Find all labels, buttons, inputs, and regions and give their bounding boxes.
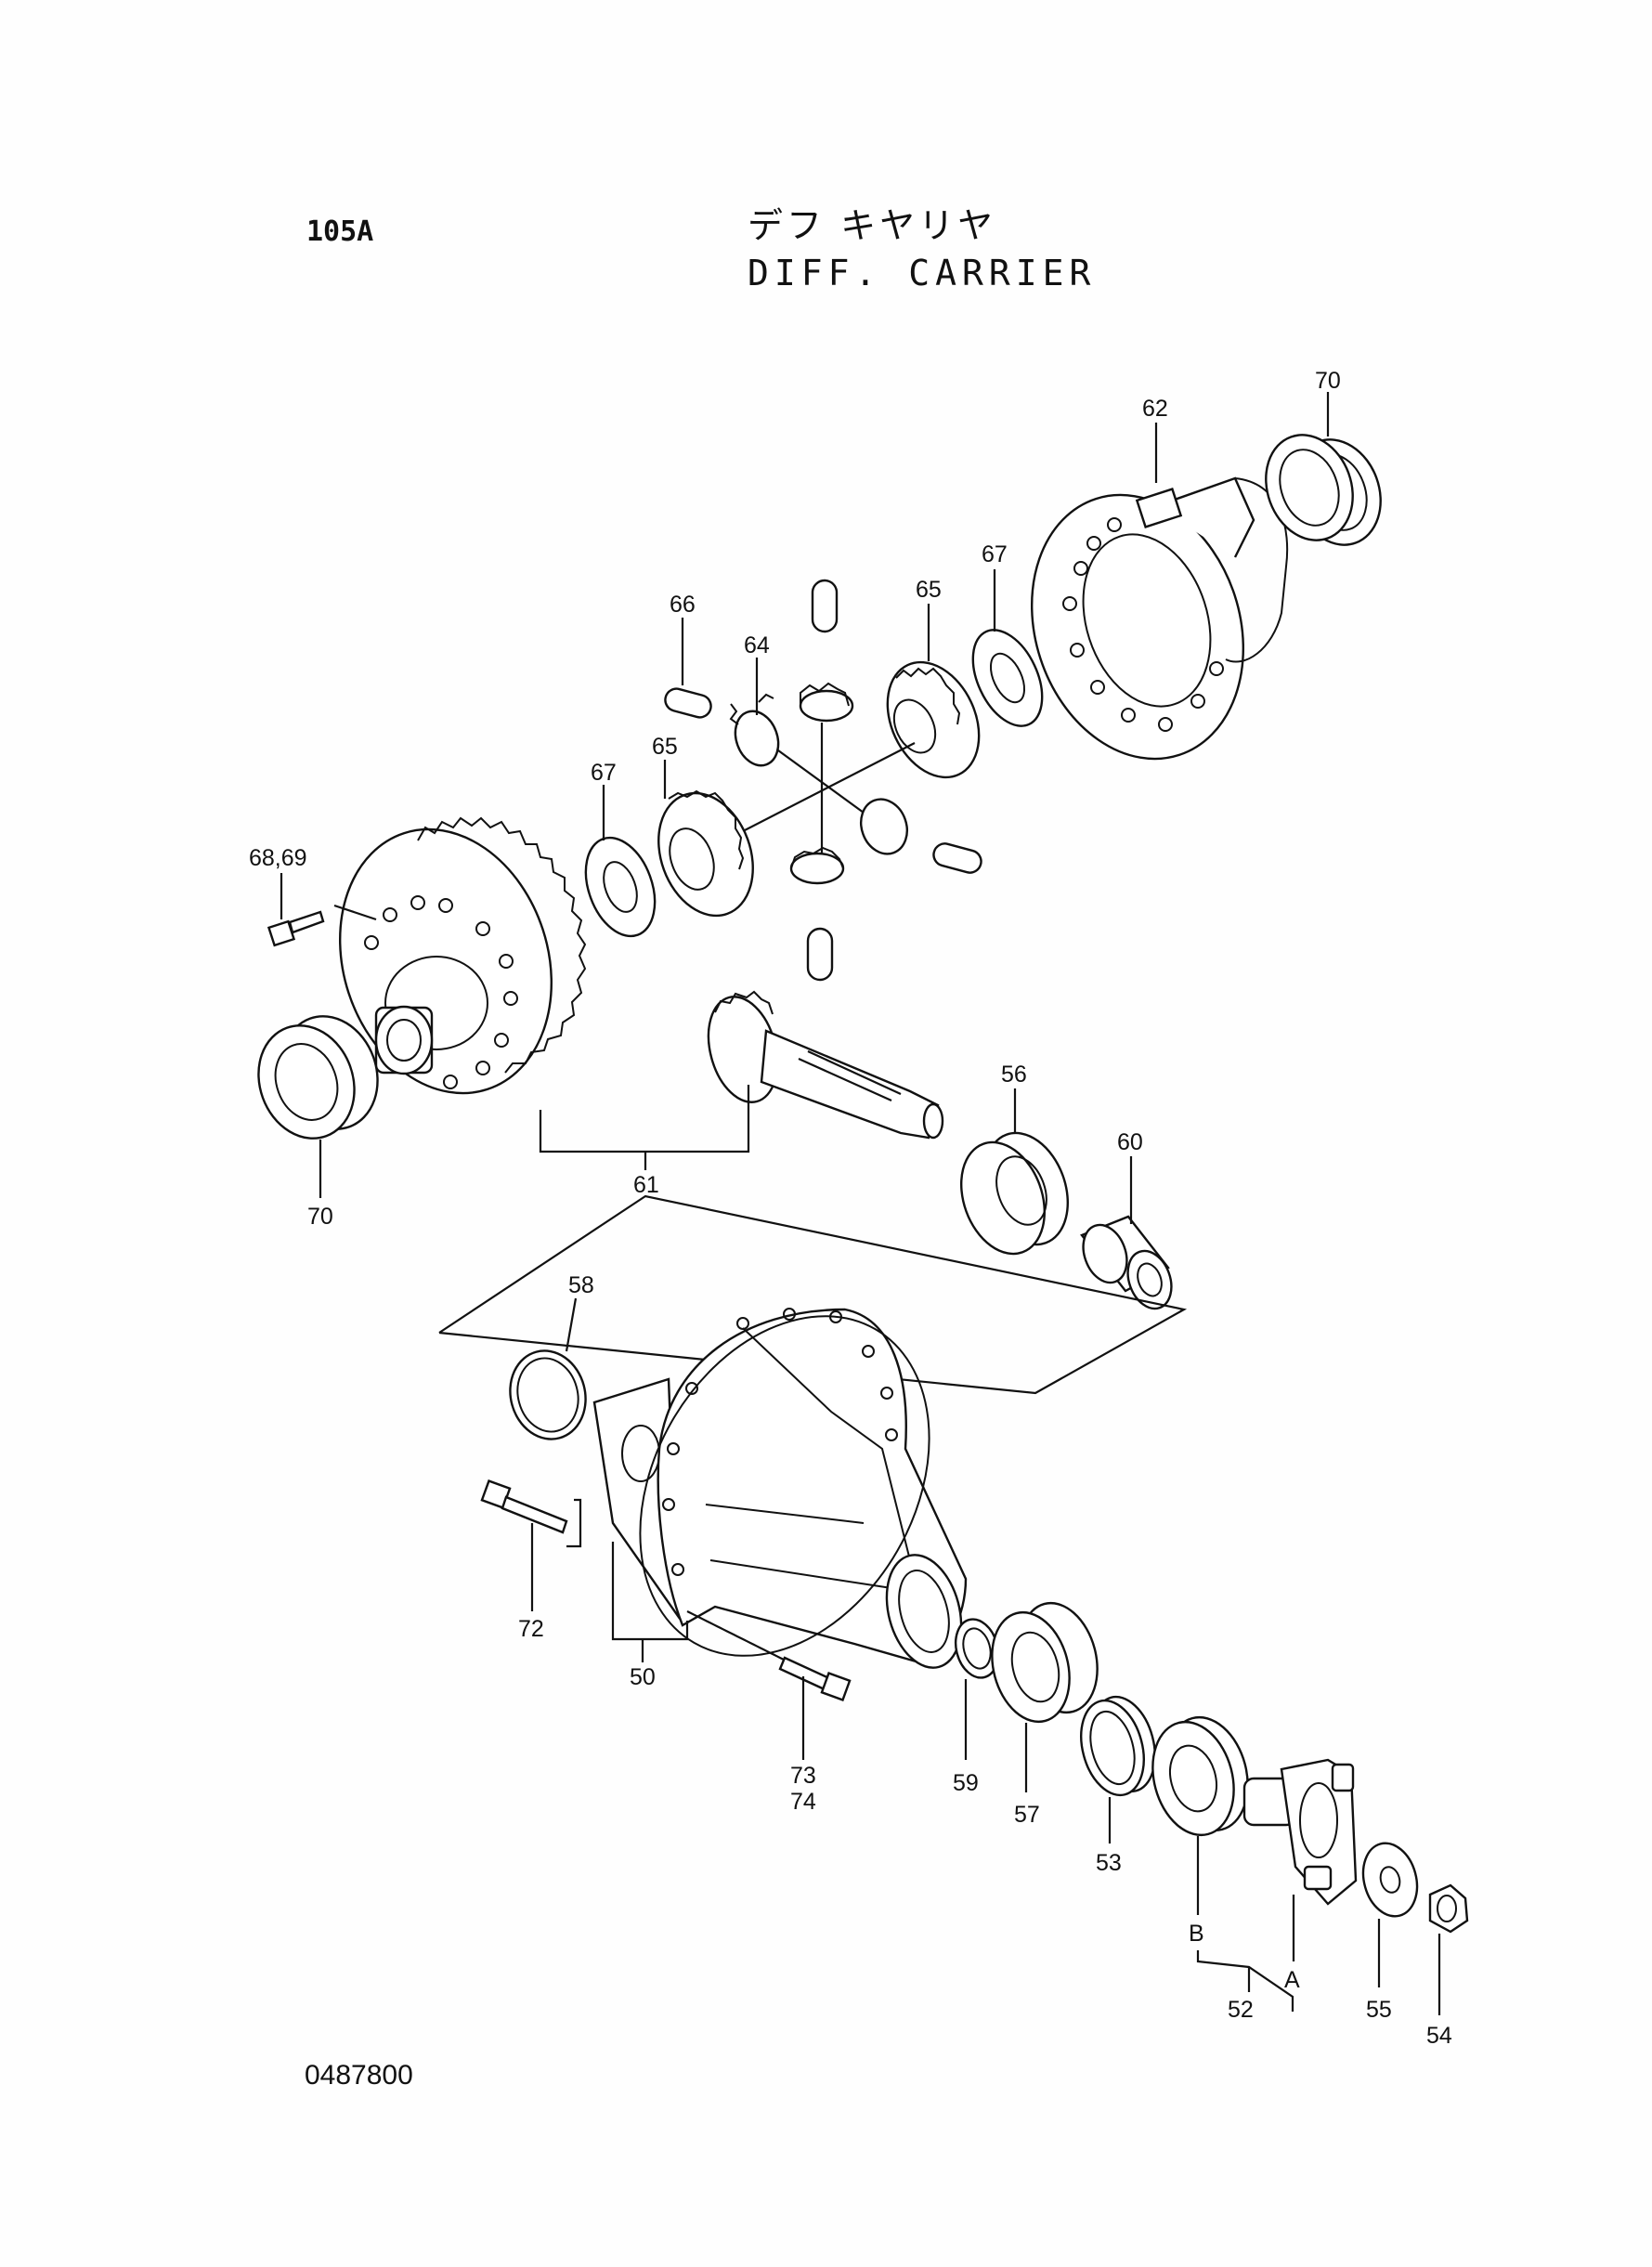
callout-62: 62 bbox=[1142, 396, 1168, 422]
callout-66: 66 bbox=[670, 592, 696, 618]
part-66-pins bbox=[664, 579, 982, 982]
callout-72: 72 bbox=[518, 1616, 544, 1642]
bracket-61 bbox=[539, 1085, 750, 1153]
callout-50: 50 bbox=[630, 1664, 656, 1690]
callout-70-top: 70 bbox=[1315, 368, 1341, 394]
part-70-bearing-top bbox=[1265, 434, 1382, 546]
callout-53: 53 bbox=[1096, 1850, 1122, 1876]
callout-67-left: 67 bbox=[591, 760, 617, 786]
callout-64: 64 bbox=[744, 632, 770, 658]
callout-52: 52 bbox=[1228, 1997, 1254, 2023]
part-52-flange-b-dust-cover bbox=[1151, 1715, 1249, 1837]
bracket-50 bbox=[611, 1542, 689, 1641]
part-55-washer bbox=[1361, 1842, 1419, 1918]
part-58-o-ring bbox=[509, 1349, 587, 1440]
callout-68-69: 68,69 bbox=[249, 845, 307, 871]
part-67-washer-right bbox=[971, 629, 1044, 727]
callout-59: 59 bbox=[953, 1770, 979, 1796]
part-52-flange-a-yoke bbox=[1242, 1758, 1358, 1906]
part-73-74-bolt bbox=[686, 1610, 852, 1701]
callout-67-right: 67 bbox=[982, 541, 1008, 567]
part-57-bearing bbox=[991, 1601, 1099, 1724]
part-61-drive-pinion bbox=[707, 990, 944, 1140]
callout-58: 58 bbox=[568, 1272, 594, 1298]
part-68-69-bolt bbox=[267, 910, 325, 947]
part-65-side-gear-left bbox=[657, 789, 754, 918]
title-japanese: デフ キヤリヤ bbox=[748, 205, 997, 246]
drawing-number: 0487800 bbox=[305, 2060, 413, 2091]
callout-b: B bbox=[1189, 1921, 1204, 1947]
callout-56: 56 bbox=[1001, 1062, 1027, 1088]
callout-70-left: 70 bbox=[307, 1204, 333, 1230]
callout-57: 57 bbox=[1014, 1802, 1040, 1828]
callout-61: 61 bbox=[633, 1172, 659, 1198]
callout-65-left: 65 bbox=[652, 734, 678, 760]
page-code: 105A bbox=[306, 215, 374, 248]
part-53-seal bbox=[1080, 1695, 1156, 1797]
part-59-shim bbox=[954, 1618, 1000, 1679]
part-64-pinion-gears bbox=[729, 682, 916, 885]
part-60-collar bbox=[1080, 1215, 1173, 1310]
callout-73: 73 bbox=[790, 1763, 816, 1789]
part-56-bearing bbox=[959, 1131, 1070, 1256]
part-65-side-gear-right bbox=[886, 660, 981, 779]
part-72-bolt bbox=[480, 1479, 582, 1548]
part-54-nut bbox=[1428, 1883, 1469, 1934]
callout-55: 55 bbox=[1366, 1997, 1392, 2023]
part-70-bearing-left bbox=[257, 1015, 379, 1140]
part-50-carrier-housing bbox=[592, 1308, 968, 1669]
callout-65-right: 65 bbox=[916, 577, 942, 603]
callout-74: 74 bbox=[790, 1789, 816, 1815]
callout-60: 60 bbox=[1117, 1129, 1143, 1155]
callout-54: 54 bbox=[1426, 2023, 1452, 2049]
leader-58 bbox=[565, 1297, 578, 1352]
title-english: DIFF. CARRIER bbox=[748, 253, 1097, 293]
part-67-washer-left bbox=[584, 836, 657, 938]
part-61-ring-gear bbox=[333, 816, 587, 1095]
part-62-diff-case bbox=[1030, 476, 1289, 761]
callout-a: A bbox=[1284, 1967, 1300, 1993]
